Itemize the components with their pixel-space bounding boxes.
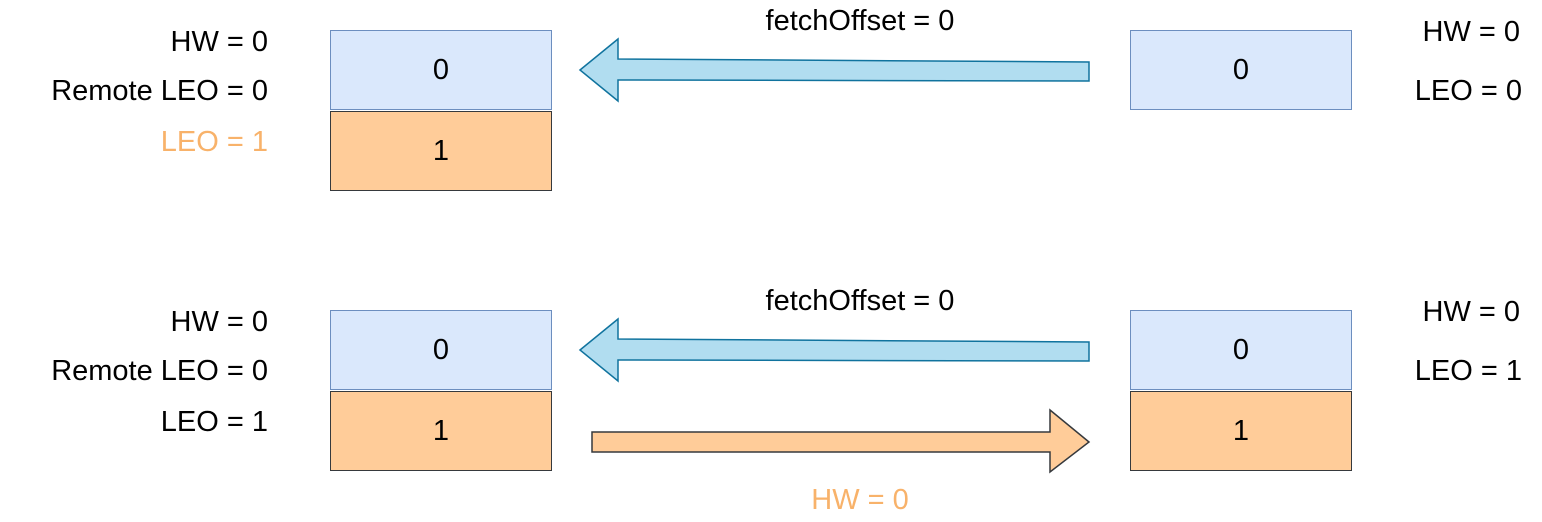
top-leader-log-cell-0: 0 [330,30,552,110]
bottom-leader-remote-leo-label: Remote LEO = 0 [51,355,268,387]
top-leader-remote-leo-label: Remote LEO = 0 [51,75,268,107]
bottom-follower-log-cell-1: 1 [1130,391,1352,471]
top-follower-leo-label: LEO = 0 [1414,75,1522,107]
bottom-follower-log-cell-0: 0 [1130,310,1352,390]
top-fetch-arrow [578,37,1090,103]
bottom-leader-leo-label: LEO = 1 [160,406,268,438]
bottom-leader-hw-label: HW = 0 [170,306,269,338]
top-leader-hw-label: HW = 0 [170,26,269,58]
top-follower-hw-label: HW = 0 [1422,16,1521,48]
bottom-follower-leo-label: LEO = 1 [1414,355,1522,387]
bottom-leader-log-cell-0: 0 [330,310,552,390]
bottom-leader-log-cell-1: 1 [330,391,552,471]
top-follower-log-cell-0: 0 [1130,30,1352,110]
bottom-fetch-offset-label: fetchOffset = 0 [765,285,955,317]
bottom-follower-hw-label: HW = 0 [1422,296,1521,328]
bottom-fetch-arrow [578,317,1090,383]
bottom-response-arrow [591,408,1091,474]
top-leader-leo-label: LEO = 1 [160,126,268,158]
bottom-response-hw-label: HW = 0 [811,484,909,516]
top-leader-log-cell-1: 1 [330,111,552,191]
top-fetch-offset-label: fetchOffset = 0 [765,5,955,37]
